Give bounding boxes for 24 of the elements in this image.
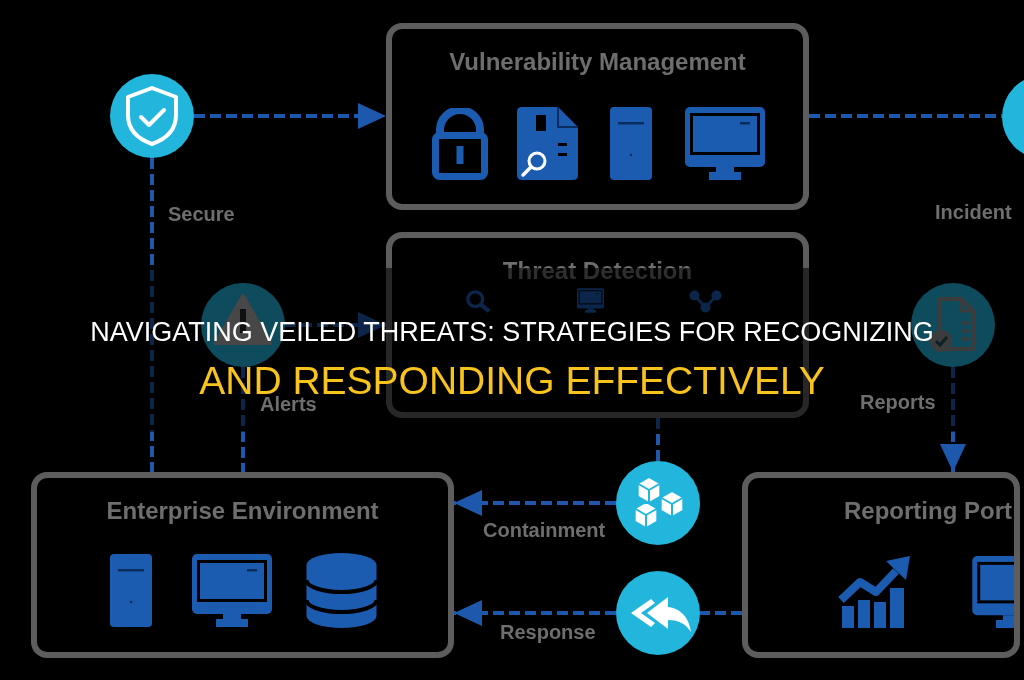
dashed-arrow xyxy=(940,367,966,472)
cubes-icon xyxy=(616,461,700,545)
edge-label: Response xyxy=(500,621,596,643)
dashed-connector-line xyxy=(656,418,660,461)
panel-title: Threat Detection xyxy=(502,257,693,285)
panel-title: Reporting Port xyxy=(844,497,1012,525)
panel-title: Enterprise Environment xyxy=(106,497,379,525)
dashed-connector-line xyxy=(241,367,245,472)
dashed-arrow xyxy=(285,312,386,338)
dashed-arrow xyxy=(194,103,386,129)
dashed-arrow xyxy=(454,490,616,516)
shield-check-icon xyxy=(110,74,194,158)
reply-all-icon xyxy=(616,571,700,655)
edge-label: Reports xyxy=(860,391,936,413)
dashed-connector-line xyxy=(700,611,742,615)
dashed-connector-line xyxy=(150,158,154,472)
edge-label: Containment xyxy=(483,519,606,541)
edge-label: Secure xyxy=(168,203,235,225)
text-label: Incident xyxy=(935,201,1012,223)
section-panel xyxy=(742,472,1020,658)
dashed-arrow xyxy=(454,600,616,626)
panel-title: Vulnerability Management xyxy=(449,48,746,76)
section-panel xyxy=(31,472,454,658)
section-panel xyxy=(386,23,809,210)
